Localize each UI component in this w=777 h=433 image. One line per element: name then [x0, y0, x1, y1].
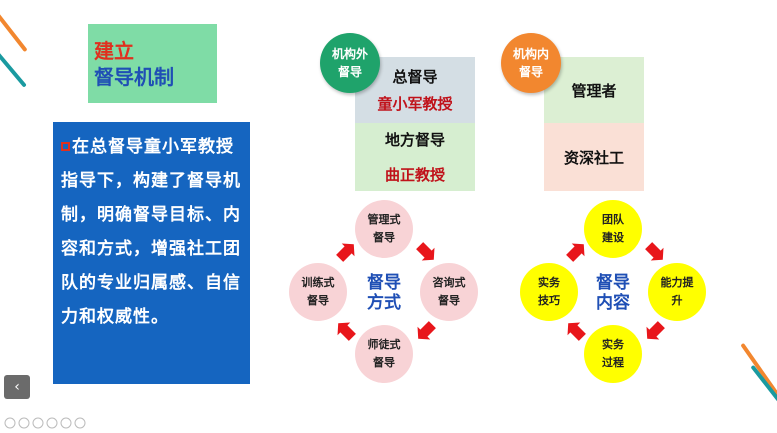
external-supervision-badge: 机构外 督导 [320, 33, 380, 93]
local-supervisor-cell: 地方督导 曲正教授 [355, 123, 475, 191]
arrow-content-top-right [642, 239, 670, 267]
control-view-icon [46, 417, 58, 429]
arrow-method-right-bottom [411, 318, 439, 346]
content-practice-skills: 实务 技巧 [520, 263, 578, 321]
internal-badge-line-1: 机构内 [512, 47, 549, 61]
content-practice-process-line-2: 过程 [602, 356, 624, 369]
content-capacity-line-2: 升 [671, 294, 683, 307]
arrow-content-bottom-left [561, 316, 589, 344]
internal-badge-line-2: 督导 [518, 65, 543, 79]
local-supervisor-label: 地方督导 [384, 131, 445, 149]
method-training: 训练式 督导 [289, 263, 347, 321]
senior-social-worker-label: 资深社工 [563, 148, 624, 167]
title-line-2: 督导机制 [94, 64, 174, 89]
arrow-content-left-top [563, 237, 591, 265]
method-apprentice-line-2: 督导 [373, 356, 395, 369]
arrow-content-right-bottom [640, 318, 668, 346]
control-next-icon [18, 417, 30, 429]
content-capacity-line-1: 能力提 [660, 276, 694, 289]
method-apprentice: 师徒式 督导 [355, 325, 413, 383]
main-text-box: 在总督导童小军教授指导下，构建了督导机制，明确督导目标、内容和方式，增强社工团队… [53, 122, 250, 384]
method-training-line-1: 训练式 [301, 276, 335, 289]
chevron-left-icon: ‹ [14, 379, 20, 395]
control-prev-icon [4, 417, 16, 429]
arrow-method-bottom-left [331, 316, 359, 344]
content-practice-skills-line-1: 实务 [538, 276, 560, 289]
methods-center-line-1: 督导 [367, 273, 401, 293]
method-consulting-line-2: 督导 [438, 294, 460, 307]
slide-control-bar [4, 417, 86, 429]
control-more-icon [74, 417, 86, 429]
prev-slide-button[interactable]: ‹ [4, 375, 30, 399]
content-capacity: 能力提 升 [648, 263, 706, 321]
arrow-method-top-right [413, 239, 441, 267]
content-practice-process-line-1: 实务 [602, 338, 624, 351]
manager-cell: 管理者 [544, 57, 644, 123]
internal-supervision-badge: 机构内 督导 [501, 33, 561, 93]
methods-center-line-2: 方式 [367, 293, 401, 313]
title-box: 建立 督导机制 [88, 24, 217, 103]
method-apprentice-line-1: 师徒式 [367, 338, 401, 351]
senior-social-worker-cell: 资深社工 [544, 123, 644, 191]
title-line-1: 建立 [94, 38, 134, 63]
method-management-line-1: 管理式 [367, 213, 401, 226]
method-consulting-line-1: 咨询式 [432, 276, 466, 289]
arrow-method-left-top [333, 237, 361, 265]
method-management: 管理式 督导 [355, 200, 413, 258]
content-team-building-line-2: 建设 [602, 231, 624, 244]
methods-center-label: 督导 方式 [352, 273, 416, 313]
method-training-line-2: 督导 [307, 294, 329, 307]
content-practice-process: 实务 过程 [584, 325, 642, 383]
external-badge-line-2: 督导 [337, 65, 362, 79]
chief-supervisor-label: 总督导 [392, 68, 438, 86]
main-text: 在总督导童小军教授指导下，构建了督导机制，明确督导目标、内容和方式，增强社工团队… [61, 137, 241, 327]
bullet-square-icon [61, 142, 70, 151]
control-zoom-icon [60, 417, 72, 429]
local-supervisor-name: 曲正教授 [384, 166, 445, 184]
method-management-line-2: 督导 [373, 231, 395, 244]
content-center-line-2: 内容 [596, 293, 630, 313]
content-team-building: 团队 建设 [584, 200, 642, 258]
chief-supervisor-name: 童小军教授 [377, 95, 453, 113]
external-badge-line-1: 机构外 [331, 47, 368, 61]
content-team-building-line-1: 团队 [602, 213, 624, 226]
manager-label: 管理者 [571, 81, 617, 100]
method-consulting: 咨询式 督导 [420, 263, 478, 321]
content-center-label: 督导 内容 [581, 273, 645, 313]
content-center-line-1: 督导 [596, 273, 630, 293]
control-pen-icon [32, 417, 44, 429]
content-practice-skills-line-2: 技巧 [538, 294, 560, 307]
